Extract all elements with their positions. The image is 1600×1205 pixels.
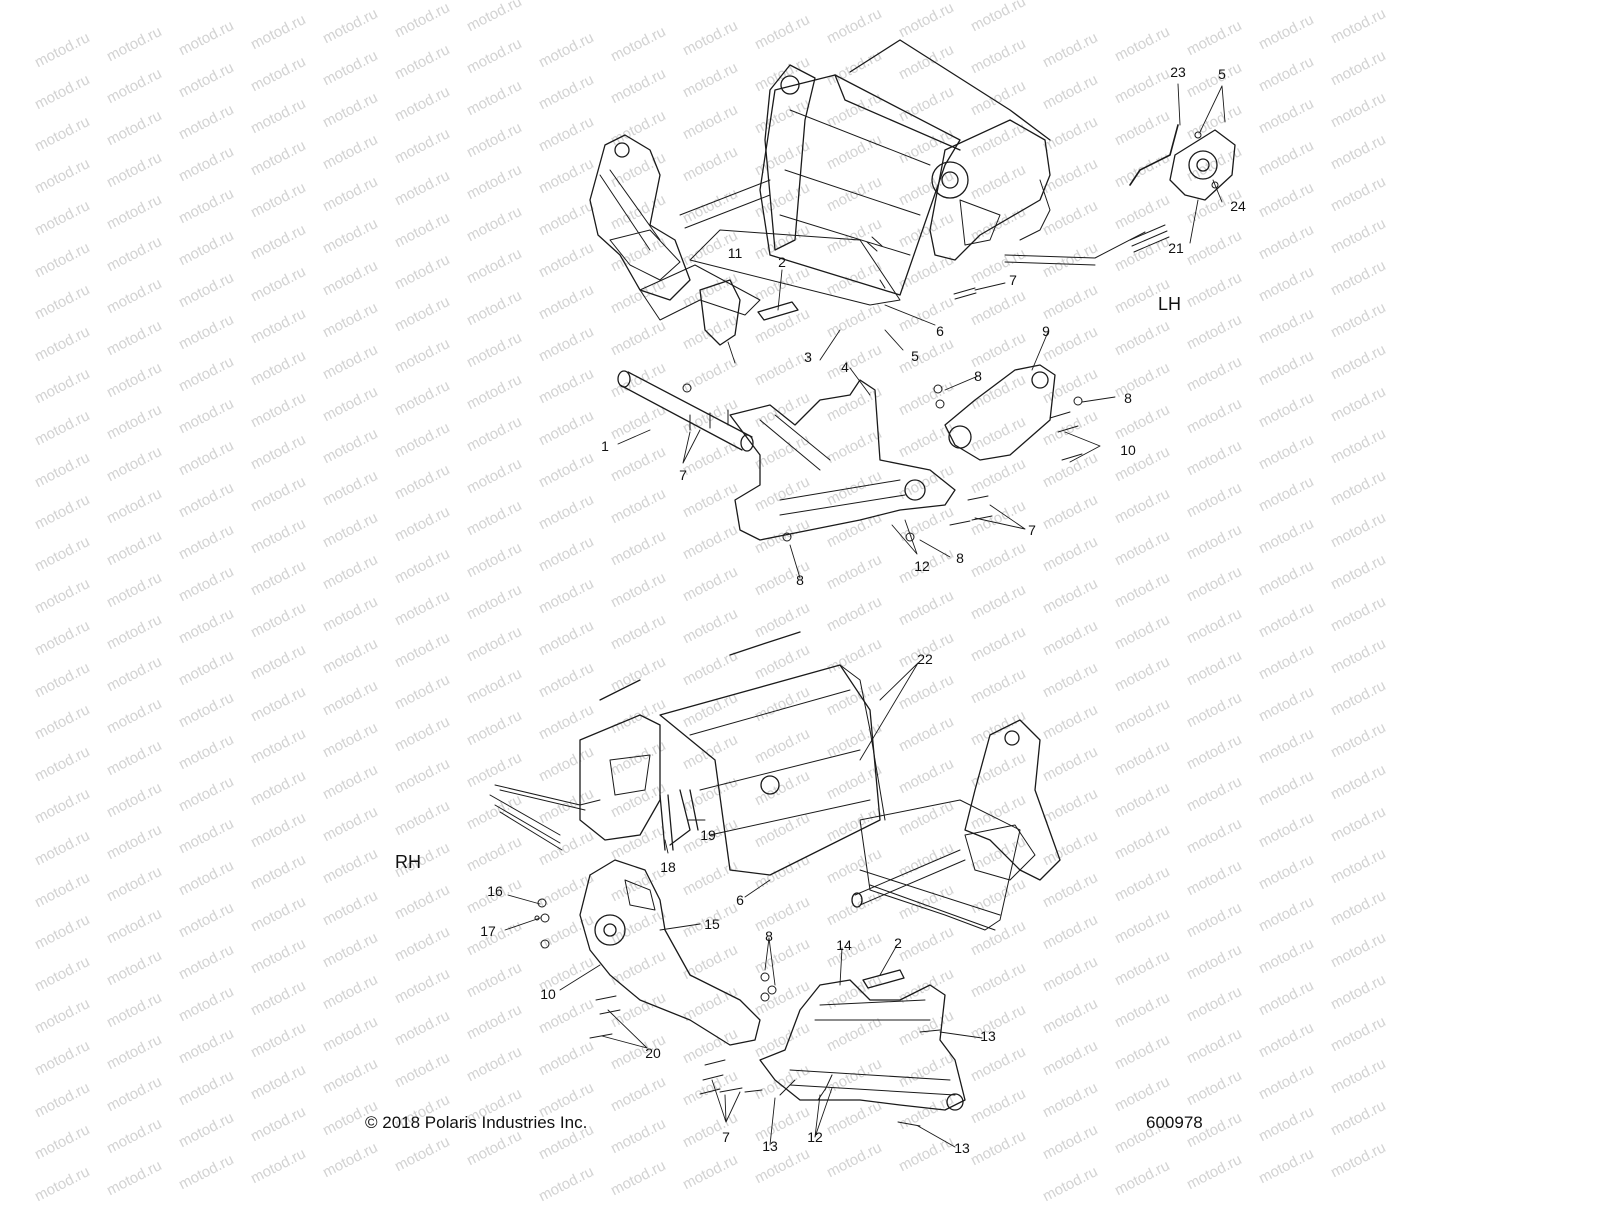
lh-callout-3: 3 <box>804 349 812 365</box>
bottom-tunnel-edge <box>599 631 801 701</box>
rh-callout-10: 10 <box>540 986 556 1002</box>
rh-callout-16: 16 <box>487 883 503 899</box>
bottom-chassis-assembly <box>489 631 1061 1148</box>
bottom-fasteners <box>534 898 941 1127</box>
part-14-front-bulkhead <box>759 979 966 1111</box>
rh-callout-22: 22 <box>917 651 933 667</box>
lh-callout-5: 5 <box>911 348 919 364</box>
lh-callout-9: 9 <box>1042 323 1050 339</box>
lh-callout-4: 4 <box>841 359 849 375</box>
lh-callout-10: 10 <box>1120 442 1136 458</box>
rh-callout-13: 13 <box>980 1028 996 1044</box>
part-4-front-bulkhead <box>729 379 956 541</box>
rh-callout-18: 18 <box>660 859 676 875</box>
rh-callout-14: 14 <box>836 937 852 953</box>
lh-callout-5: 5 <box>1218 66 1226 82</box>
figure-number: 600978 <box>1146 1113 1203 1132</box>
rh-callout-6: 6 <box>736 892 744 908</box>
top-chassis-assembly <box>589 39 1236 579</box>
rh-callout-19: 19 <box>700 827 716 843</box>
lh-callout-7: 7 <box>1028 522 1036 538</box>
lh-callout-24: 24 <box>1230 198 1246 214</box>
rh-callout-15: 15 <box>704 916 720 932</box>
lh-callout-21: 21 <box>1168 240 1184 256</box>
top-left-tower <box>764 64 816 251</box>
view-label-rh: RH <box>395 852 421 872</box>
view-label-lh: LH <box>1158 294 1182 314</box>
lh-callout-12: 12 <box>914 558 930 574</box>
top-leader-lines <box>617 83 1226 579</box>
rh-callout-7: 7 <box>722 1129 730 1145</box>
part-1-tube <box>619 371 753 451</box>
rh-callout-2: 2 <box>894 935 902 951</box>
lh-callout-8: 8 <box>956 550 964 566</box>
lh-callout-11: 11 <box>727 245 743 261</box>
lh-callout-1: 1 <box>601 438 609 454</box>
lh-callout-8: 8 <box>796 572 804 588</box>
top-tunnel-edge <box>849 39 1051 141</box>
lh-callout-8: 8 <box>1124 390 1132 406</box>
top-bulkhead-body <box>759 74 961 296</box>
rh-callout-20: 20 <box>645 1045 661 1061</box>
rh-callout-17: 17 <box>480 923 496 939</box>
top-front-left-spindle <box>589 134 691 301</box>
lh-callout-7: 7 <box>679 467 687 483</box>
lh-callout-23: 23 <box>1170 64 1186 80</box>
bottom-front-right-spindle <box>964 719 1061 881</box>
part-9-spindle-bracket <box>944 364 1056 461</box>
part-2-plate <box>757 301 799 321</box>
bottom-rh-side-plate <box>579 714 661 841</box>
part-2-plate-rh <box>862 969 905 989</box>
lh-callout-7: 7 <box>1009 272 1017 288</box>
part-11-bracket <box>699 279 741 346</box>
part-15-side-bulkhead <box>579 859 761 1046</box>
lh-callout-6: 6 <box>936 323 944 339</box>
top-floor-pan <box>689 229 901 306</box>
rh-callout-13: 13 <box>954 1140 970 1156</box>
copyright-notice: © 2018 Polaris Industries Inc. <box>365 1113 588 1132</box>
bottom-bulkhead-body <box>659 664 881 876</box>
rh-callout-12: 12 <box>807 1129 823 1145</box>
rh-callout-8: 8 <box>765 928 773 944</box>
lh-callout-8: 8 <box>974 368 982 384</box>
part-23-link <box>1129 124 1179 186</box>
rh-callout-13: 13 <box>762 1138 778 1154</box>
part-18-link <box>659 794 674 851</box>
top-fasteners <box>682 131 1219 542</box>
bottom-leader-lines <box>504 662 983 1148</box>
part-19-link <box>669 789 699 846</box>
top-lh-side-plate <box>929 119 1051 261</box>
part-21-bearing-plate <box>1169 129 1236 201</box>
lh-callout-2: 2 <box>778 254 786 270</box>
